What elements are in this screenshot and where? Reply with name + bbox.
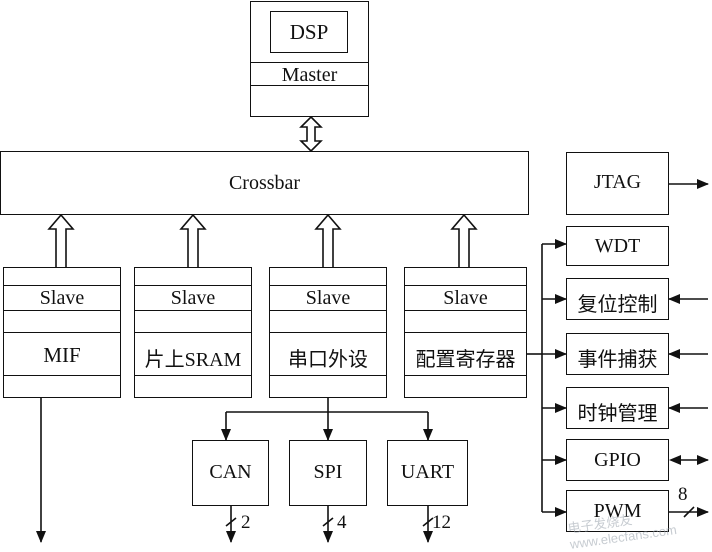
dsp-core-box: DSP [270,11,348,53]
pwm-pin-count: 8 [678,484,688,505]
uart-label: UART [400,461,455,483]
spi-pin-count: 4 [337,512,347,533]
slave-label: Slave [170,287,216,309]
crossbar-block: Crossbar [0,151,529,215]
slave-name-sram: 片上SRAM [144,349,242,371]
event-capture-label: 事件捕获 [577,349,658,371]
clock-management-label: 时钟管理 [577,403,658,425]
spi-block: SPI [289,440,367,506]
slave-name-mif: MIF [43,343,81,367]
can-label: CAN [209,461,252,483]
wdt-block: WDT [566,226,669,266]
event-capture-block: 事件捕获 [566,333,669,375]
dsp-label: DSP [289,20,329,44]
bus-arrow-master [299,115,323,153]
slave-label: Slave [443,287,488,309]
can-block: CAN [192,440,269,506]
slave-label: Slave [305,287,351,309]
can-pin-count: 2 [241,512,251,533]
reset-control-label: 复位控制 [577,294,658,316]
slave-name-config: 配置寄存器 [415,349,516,371]
wdt-label: WDT [594,235,641,257]
slave-block-serial: Slave 串口外设 [269,267,387,398]
spi-label: SPI [313,461,343,483]
slave-name-serial: 串口外设 [288,349,368,371]
slave-block-mif: Slave MIF [3,267,121,398]
pwm-block: PWM [566,490,669,532]
slave-label: Slave [39,287,85,309]
clock-management-block: 时钟管理 [566,387,669,429]
master-label: Master [281,64,338,86]
jtag-block: JTAG [566,152,669,215]
reset-control-block: 复位控制 [566,278,669,320]
gpio-block: GPIO [566,439,669,481]
pwm-label: PWM [593,500,642,522]
uart-block: UART [387,440,468,506]
uart-pin-count: 12 [432,512,451,533]
crossbar-label: Crossbar [228,172,301,194]
slave-block-config: Slave 配置寄存器 [404,267,527,398]
master-block: DSP Master [250,1,369,117]
gpio-label: GPIO [594,449,641,471]
slave-block-sram: Slave 片上SRAM [134,267,252,398]
jtag-label: JTAG [593,171,642,193]
